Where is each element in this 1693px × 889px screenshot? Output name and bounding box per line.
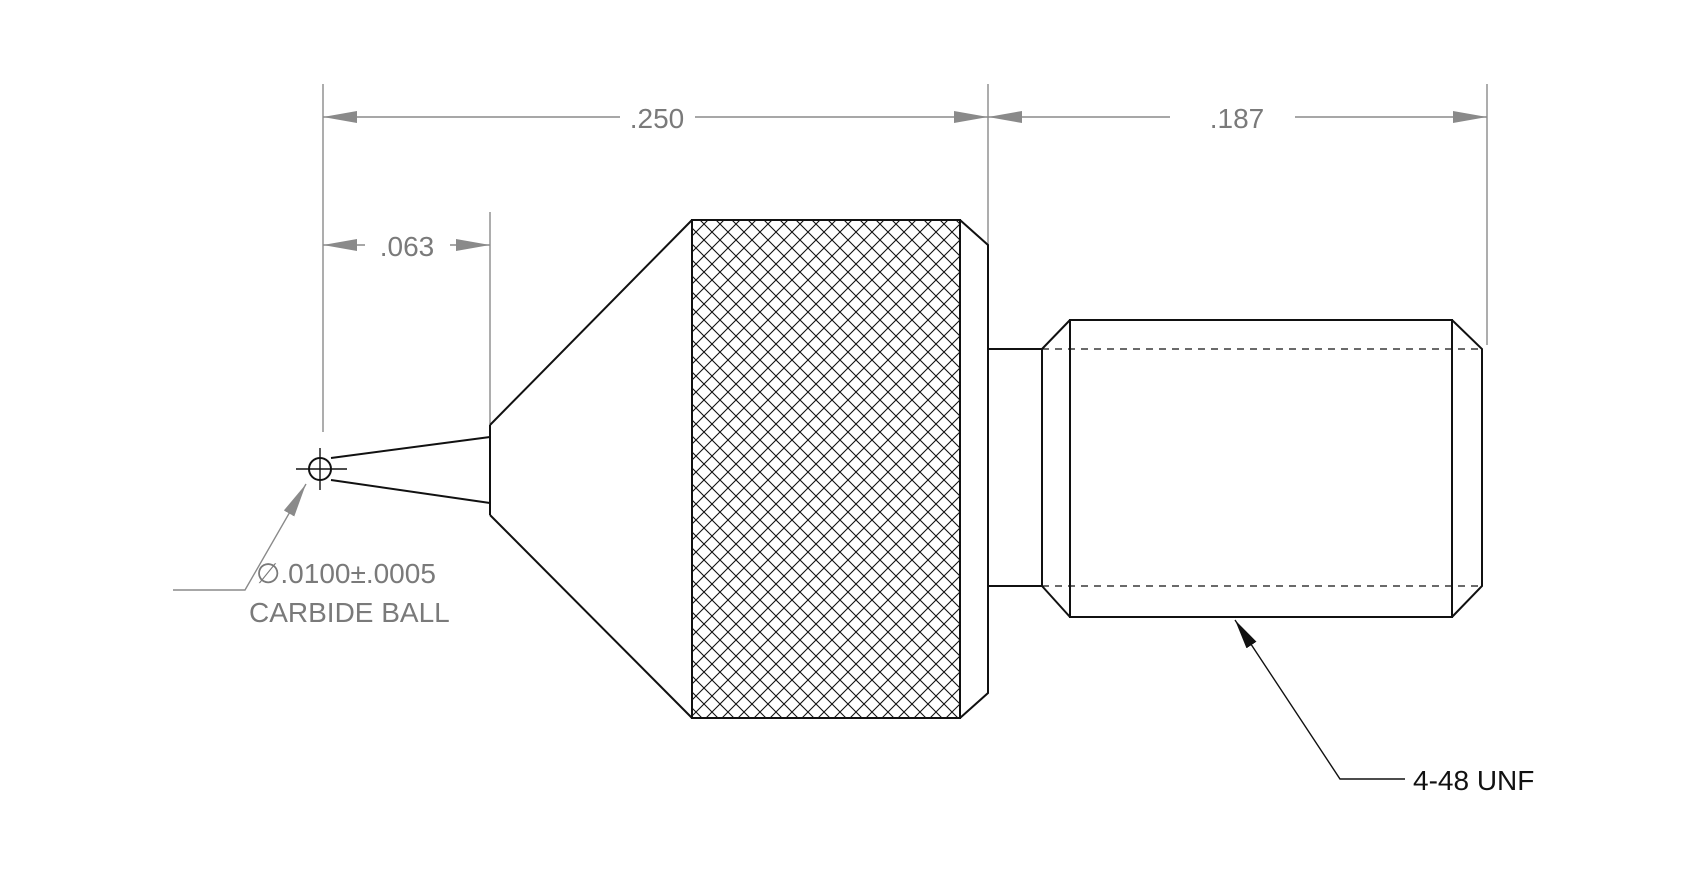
- threaded-shank: [1041, 319, 1483, 618]
- extension-lines: [322, 84, 1488, 432]
- neck: [988, 348, 1042, 587]
- dimension-250-label: .250: [630, 103, 685, 134]
- ball-diameter-note: ∅.0100±.0005: [256, 558, 436, 589]
- knurled-grip: [691, 219, 989, 719]
- ball-callout: ∅.0100±.0005 CARBIDE BALL: [173, 483, 450, 628]
- dimension-250: .250: [323, 103, 988, 134]
- thread-callout: 4-48 UNF: [1234, 619, 1534, 796]
- cone-body: [489, 219, 693, 719]
- dimension-187: .187: [988, 103, 1487, 134]
- dimension-187-label: .187: [1210, 103, 1265, 134]
- thread-spec-note: 4-48 UNF: [1413, 765, 1534, 796]
- ball-material-note: CARBIDE BALL: [249, 597, 450, 628]
- dimension-063-label: .063: [380, 231, 435, 262]
- carbide-ball: [296, 436, 491, 504]
- dimension-063: .063: [323, 231, 490, 262]
